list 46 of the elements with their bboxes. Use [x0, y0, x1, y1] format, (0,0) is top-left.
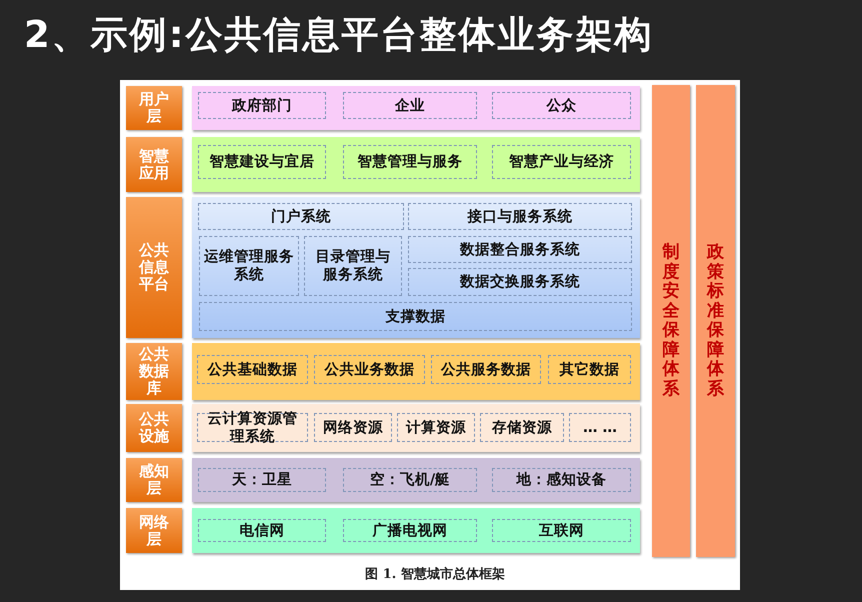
layer-band — [192, 343, 640, 400]
layer-band — [192, 458, 640, 502]
component-box: 广播电视网 — [343, 519, 477, 542]
component-box: 数据交换服务系统 — [408, 268, 632, 296]
layer-label: 智慧应用 — [126, 137, 182, 192]
component-box: 空：飞机/艇 — [343, 468, 477, 492]
slide-title: 2、示例:公共信息平台整体业务架构 — [24, 12, 655, 58]
layer-band — [192, 137, 640, 192]
layer-label: 公共设施 — [126, 404, 182, 452]
component-box: 公共业务数据 — [314, 355, 425, 384]
component-box: 政府部门 — [198, 92, 326, 119]
component-box: 目录管理与服务系统 — [304, 236, 402, 296]
component-box: 数据整合服务系统 — [408, 236, 632, 263]
layer-band — [192, 508, 640, 553]
component-box: 智慧产业与经济 — [492, 145, 631, 179]
component-box: 其它数据 — [548, 355, 631, 384]
layer-label: 用户层 — [126, 86, 182, 130]
component-box: 接口与服务系统 — [408, 203, 632, 230]
layer-label: 公共数据库 — [126, 343, 182, 400]
pillar-bar: 制度安全保障体系 — [652, 85, 690, 557]
component-box: 网络资源 — [314, 413, 392, 442]
layer-band — [192, 404, 640, 452]
component-box: 电信网 — [198, 519, 326, 542]
component-box: 智慧建设与宜居 — [198, 145, 326, 179]
pillar-bar: 政策标准保障体系 — [696, 85, 735, 557]
component-box: 计算资源 — [397, 413, 475, 442]
component-box: 存储资源 — [480, 413, 564, 442]
component-box: 互联网 — [492, 519, 631, 542]
figure-caption: 图 1. 智慧城市总体框架 — [364, 566, 506, 584]
component-box: 运维管理服务系统 — [199, 236, 299, 296]
component-box: 企业 — [343, 92, 477, 119]
component-box: 公共服务数据 — [431, 355, 541, 384]
component-box: 天：卫星 — [198, 468, 326, 492]
layer-label: 公共信息平台 — [126, 197, 182, 338]
component-box: 智慧管理与服务 — [343, 145, 477, 179]
layer-label: 网络层 — [126, 508, 182, 553]
component-box: 云计算资源管理系统 — [197, 413, 308, 442]
layer-band — [192, 86, 640, 130]
layer-band — [192, 197, 640, 338]
component-box: 公众 — [492, 92, 631, 119]
component-box: 门户系统 — [198, 203, 404, 230]
layer-label: 感知层 — [126, 458, 182, 502]
component-box: 地：感知设备 — [492, 468, 631, 492]
component-box: … … — [569, 413, 631, 442]
component-box: 公共基础数据 — [197, 355, 308, 384]
component-box: 支撑数据 — [199, 302, 632, 331]
